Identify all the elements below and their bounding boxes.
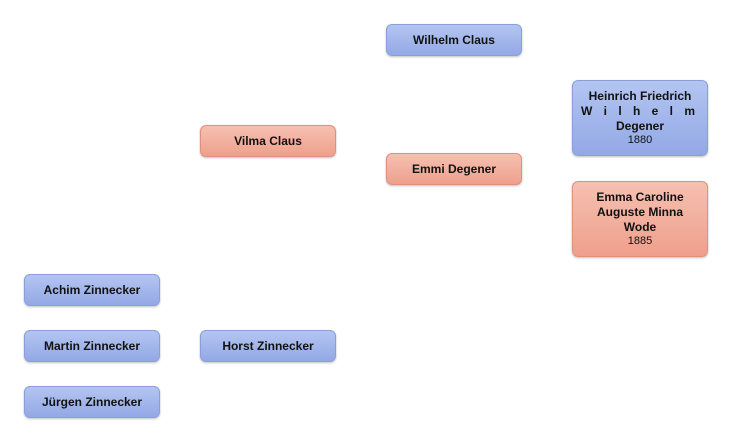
person-node-emma-wode[interactable]: Emma Caroline Auguste Minna Wode 1885 — [572, 181, 708, 257]
person-node-heinrich-degener[interactable]: Heinrich Friedrich W i l h e l m Degener… — [572, 80, 708, 156]
person-node-emmi-degener[interactable]: Emmi Degener — [386, 153, 522, 185]
person-node-martin-zinnecker[interactable]: Martin Zinnecker — [24, 330, 160, 362]
person-name-line-3: Wode — [623, 220, 657, 234]
person-name-line-1: Heinrich Friedrich — [588, 89, 692, 103]
person-name: Wilhelm Claus — [413, 32, 495, 47]
person-node-horst-zinnecker[interactable]: Horst Zinnecker — [200, 330, 336, 362]
person-birth-year: 1880 — [627, 134, 653, 146]
person-name: Martin Zinnecker — [43, 338, 141, 353]
person-name-line-2: Auguste Minna — [597, 205, 683, 219]
person-name: Horst Zinnecker — [222, 338, 314, 353]
person-name: Emmi Degener — [411, 161, 497, 176]
person-name-line-3: Degener — [615, 119, 665, 133]
person-birth-year: 1885 — [627, 235, 653, 247]
person-name: Vilma Claus — [234, 133, 302, 148]
person-node-juergen-zinnecker[interactable]: Jürgen Zinnecker — [24, 386, 160, 418]
person-node-vilma-claus[interactable]: Vilma Claus — [200, 125, 336, 157]
person-name: Jürgen Zinnecker — [41, 394, 143, 409]
person-name-line-1: Emma Caroline — [596, 190, 684, 204]
person-node-wilhelm-claus[interactable]: Wilhelm Claus — [386, 24, 522, 56]
person-name: Achim Zinnecker — [43, 282, 141, 297]
person-name-line-2: W i l h e l m — [580, 104, 699, 118]
person-node-achim-zinnecker[interactable]: Achim Zinnecker — [24, 274, 160, 306]
